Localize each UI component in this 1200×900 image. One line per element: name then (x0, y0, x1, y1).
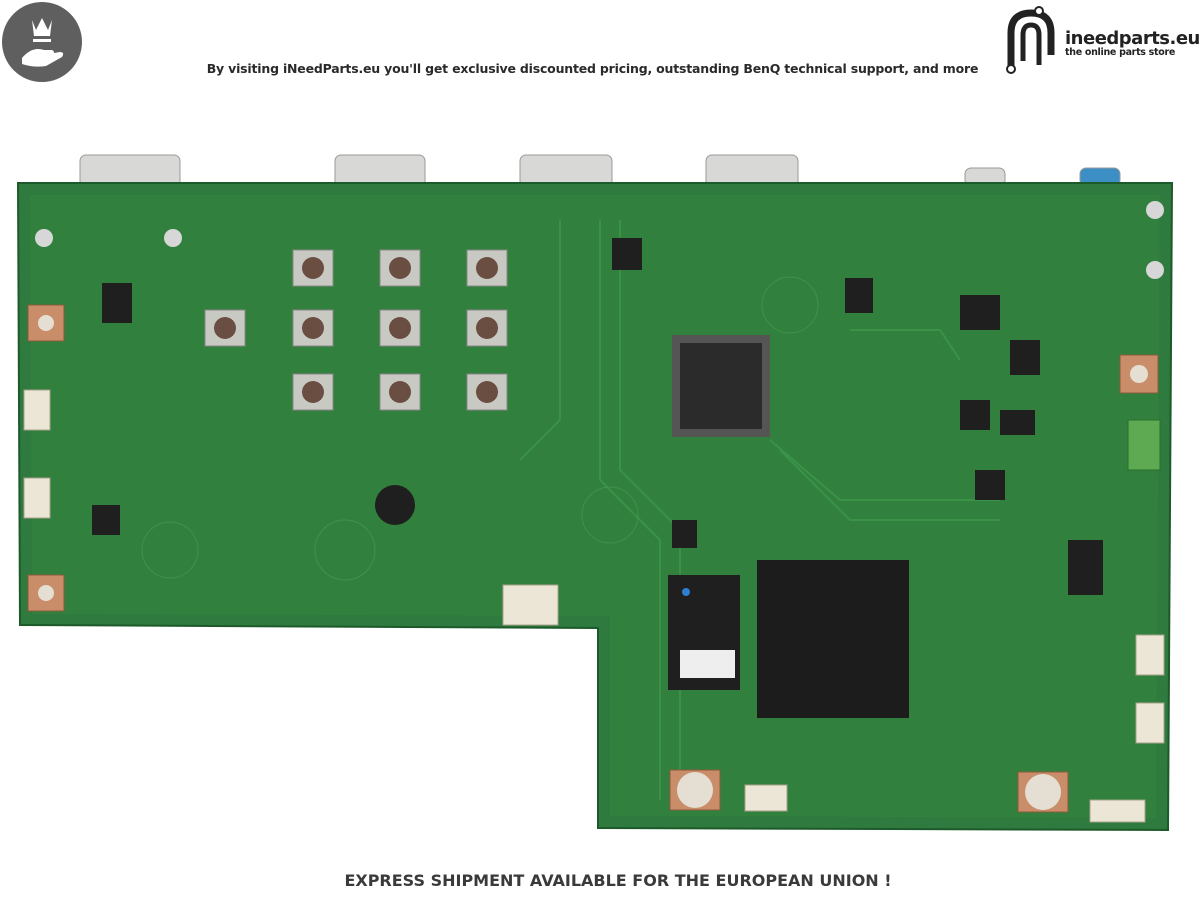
shipping-notice: EXPRESS SHIPMENT AVAILABLE FOR THE EUROP… (344, 871, 892, 890)
vga-connectors (79, 154, 1121, 188)
tactile-buttons (204, 249, 508, 411)
crown-hand-icon (2, 2, 82, 82)
logo-subtitle: the online parts store (1065, 47, 1176, 58)
store-logo[interactable]: ineedparts.eu the online parts store (1003, 3, 1200, 75)
pcb-photo (16, 154, 1174, 832)
promo-tagline: By visiting iNeedParts.eu you'll get exc… (206, 61, 979, 76)
logo-name: ineedparts.eu (1065, 28, 1200, 49)
bga-processor (757, 560, 909, 718)
logo-mark-icon (1006, 6, 1055, 74)
